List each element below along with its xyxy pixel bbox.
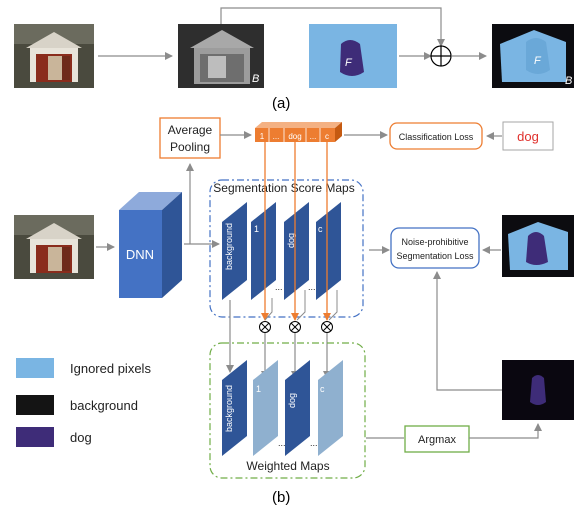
gray-arrow-mapdog-mult [296, 290, 306, 321]
panel-b: Average Pooling 1 ... dog ... c Classifi… [14, 117, 574, 506]
background-image-a: B [178, 24, 264, 88]
dnn-block: DNN [119, 192, 182, 298]
classification-loss-label: Classification Loss [399, 132, 474, 142]
legend-item-ignored: Ignored pixels [16, 358, 151, 378]
pooling-label-line2: Pooling [170, 140, 210, 154]
class-label-box: dog [502, 121, 554, 151]
noise-loss-line2: Segmentation Loss [396, 251, 474, 261]
legend-label-background: background [70, 398, 138, 413]
score-maps-title: Segmentation Score Maps [213, 181, 354, 195]
weighted-maps-title: Weighted Maps [246, 459, 329, 473]
class-score-vector: 1 ... dog ... c [255, 122, 342, 142]
out-bg-letter: B [565, 75, 572, 87]
legend: Ignored pixels background dog [16, 358, 151, 447]
score-map-label-1: 1 [254, 224, 259, 234]
vector-cell-c: c [325, 132, 329, 141]
panel-a: B F F B (a) [14, 7, 574, 112]
legend-swatch-background [16, 395, 54, 415]
gray-arrow-mapc-mult [328, 290, 338, 321]
vector-cell-dog: dog [288, 132, 301, 141]
weighted-map-ellipsis-2: ... [310, 438, 318, 448]
score-map-background: background [222, 202, 247, 300]
noise-loss-line1: Noise-prohibitive [401, 237, 468, 247]
dnn-label: DNN [126, 247, 154, 262]
arrow-argmax-to-pred [469, 423, 542, 439]
weighted-map-label-dog: dog [287, 393, 297, 408]
weighted-maps-group [209, 342, 366, 479]
legend-swatch-dog [16, 427, 54, 447]
average-pooling-box: Average Pooling [159, 117, 221, 159]
multiply-op-c [321, 321, 333, 333]
synth-label-image [502, 215, 574, 277]
weighted-map-1: 1 [253, 360, 278, 456]
fg-letter: F [345, 57, 353, 69]
weighted-map-ellipsis-1: ... [278, 438, 286, 448]
gray-arrow-map1-mult [264, 298, 273, 321]
legend-swatch-ignored [16, 358, 54, 378]
input-photo-b [14, 215, 94, 279]
panel-b-label: (b) [272, 489, 290, 506]
score-map-dog: dog [284, 202, 309, 300]
score-map-label-dog: dog [286, 233, 296, 248]
score-map-label-c: c [318, 224, 323, 234]
legend-label-dog: dog [70, 430, 92, 445]
weighted-map-c: c [318, 360, 343, 456]
score-map-ellipsis-2: ... [308, 282, 316, 292]
foreground-mask-a: F [309, 24, 397, 88]
bg-letter: B [252, 73, 259, 85]
argmax-box: Argmax [404, 425, 470, 453]
weighted-map-label-1: 1 [256, 384, 261, 394]
score-map-1: 1 [251, 202, 276, 300]
pooling-label-line1: Average [168, 123, 213, 137]
weighted-map-background: background [222, 360, 247, 456]
class-label-text: dog [517, 129, 539, 144]
multiply-op-dog [289, 321, 301, 333]
legend-item-dog: dog [16, 427, 92, 447]
score-maps-group [209, 179, 364, 318]
weighted-map-dog: dog [285, 360, 310, 456]
noise-loss-box: Noise-prohibitive Segmentation Loss [390, 227, 480, 269]
input-photo-a [14, 24, 94, 88]
panel-a-label: (a) [272, 95, 290, 112]
arrow-pred-to-noise-loss [433, 271, 502, 391]
legend-item-background: background [16, 395, 138, 415]
legend-label-ignored: Ignored pixels [70, 361, 151, 376]
out-fg-letter: F [534, 55, 542, 67]
arrow-bg-to-add [220, 7, 445, 47]
output-composite-a: F B [492, 24, 574, 88]
vector-cell-2: ... [273, 132, 280, 141]
score-map-c: c [316, 202, 341, 300]
classification-loss-box: Classification Loss [389, 122, 483, 150]
score-map-ellipsis-1: ... [275, 282, 283, 292]
vector-cell-4: ... [310, 132, 317, 141]
score-map-label-background: background [224, 223, 234, 270]
predicted-mask [502, 360, 574, 420]
weighted-map-label-background: background [224, 385, 234, 432]
argmax-label: Argmax [418, 434, 456, 446]
add-operator [430, 45, 452, 67]
vector-cell-1: 1 [260, 132, 265, 141]
weighted-map-label-c: c [320, 384, 325, 394]
multiply-op-1 [259, 321, 271, 333]
